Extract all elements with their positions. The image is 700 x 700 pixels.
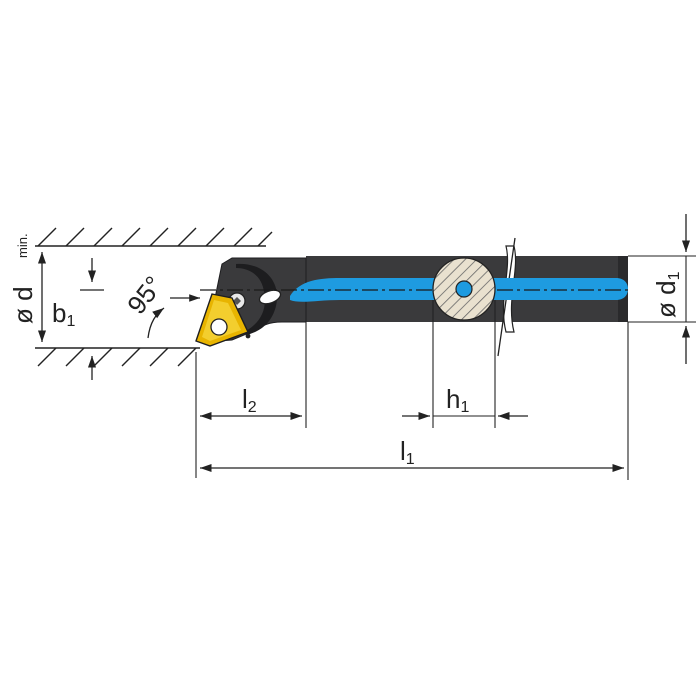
height-label-main: b: [52, 298, 66, 328]
dim-clamp-position: h1: [402, 300, 528, 428]
dim-height: b1: [52, 258, 104, 380]
svg-text:l1: l1: [400, 436, 415, 468]
angle-label: 95°: [121, 270, 169, 319]
clamp-slot: [258, 289, 282, 305]
bore-wall-bottom: [35, 347, 200, 367]
boring-bar: [200, 237, 632, 357]
dim-bore-diameter: ø d min.: [8, 233, 47, 342]
svg-text:ø d1: ø d1: [651, 271, 683, 318]
head-length-label-sub: 2: [248, 399, 257, 416]
bore-diameter-suffix: min.: [15, 233, 30, 258]
dim-head-length: l2: [195, 322, 307, 478]
height-label-sub: 1: [66, 313, 75, 330]
cutting-insert: [195, 293, 251, 347]
svg-text:h1: h1: [446, 384, 469, 416]
svg-text:l2: l2: [242, 384, 257, 416]
head-length-label-main: l: [242, 384, 248, 414]
clamp-position-label-sub: 1: [460, 399, 469, 416]
shank-diameter-sub: 1: [666, 271, 683, 280]
dim-shank-diameter: ø d1: [628, 214, 696, 364]
clamp-position-label-main: h: [446, 384, 460, 414]
overall-length-label-sub: 1: [406, 451, 415, 468]
overall-length-label-main: l: [400, 436, 406, 466]
shank-diameter-symbol: ø d: [651, 280, 681, 318]
dim-overall-length: l1: [200, 322, 629, 480]
bore-wall-top: [35, 227, 273, 247]
cross-section: [432, 257, 496, 321]
bore-diameter-symbol: ø d: [8, 286, 38, 324]
svg-text:b1: b1: [52, 298, 75, 330]
dim-angle: 95°: [121, 270, 200, 339]
